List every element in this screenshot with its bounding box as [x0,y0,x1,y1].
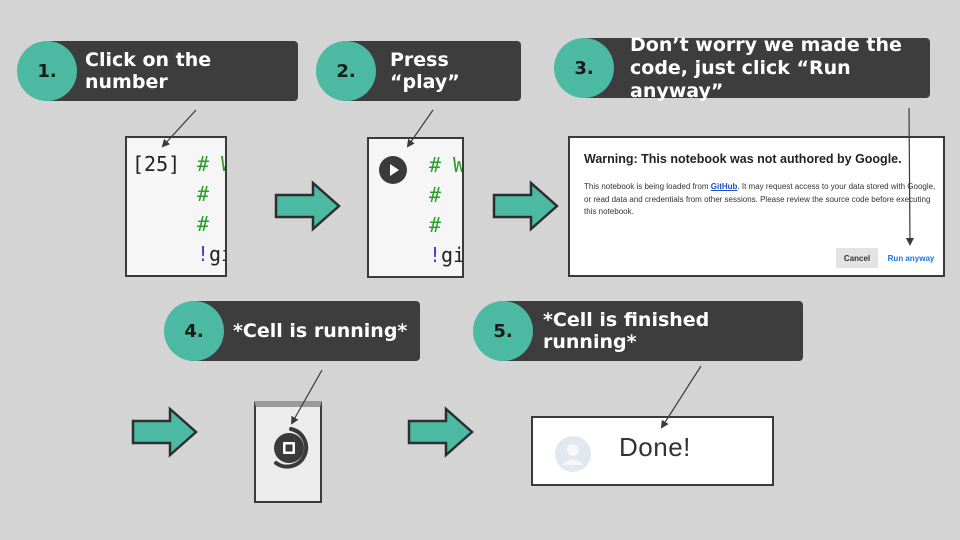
callout-line-1 [161,109,197,148]
play-triangle-icon [390,164,399,176]
code-cell-panel-1: [25] # W # # ! gi [125,136,227,277]
step-4-label-bar: *Cell is running* [188,301,420,361]
step-3-number: 3. [574,57,594,79]
avatar [555,436,591,472]
callout-line-4 [291,369,323,425]
step-3-label-line2: code, just click “Run anyway” [630,56,851,102]
warning-dialog: Warning: This notebook was not authored … [568,136,945,277]
github-link[interactable]: GitHub [710,182,738,191]
dialog-title: Warning: This notebook was not authored … [584,152,902,166]
step-3-label-line1: Don’t worry we made the [630,33,902,56]
flow-arrow-1-2 [274,180,341,232]
dialog-body-text-end: . It may request access to your data sto… [584,182,936,216]
step-5-number: 5. [493,320,513,342]
cell-execution-number[interactable]: [25] [132,152,181,176]
code-comment-hash-1: # [197,152,210,176]
code-comment-hash-2: # [429,183,442,207]
step-3-label-bar: Don’t worry we made the code, just click… [581,34,930,102]
code-comment-hash-1: # [429,153,442,177]
code-bang: ! [197,242,210,266]
dialog-body-text-start: This notebook is being loaded from [584,182,711,191]
running-cell-panel [254,401,322,503]
step-2-number-badge: 2. [316,41,376,101]
step-4-number: 4. [184,320,204,342]
step-1-number-badge: 1. [17,41,77,101]
step-2-label: Press “play” [390,49,460,93]
step-3-number-badge: 3. [554,38,614,98]
dialog-body: This notebook is being loaded from GitHu… [584,181,940,219]
step-4-label: *Cell is running* [233,320,408,342]
code-command-gi: gi [441,243,464,267]
code-comment-hash-2: # [197,182,210,206]
flow-arrow-4-5 [407,406,474,458]
callout-line-3 [905,107,914,246]
step-1-label-bar: Click on the number [42,41,298,101]
cancel-button[interactable]: Cancel [836,248,878,268]
stop-running-icon[interactable] [258,417,322,481]
step-5-label-bar: *Cell is finished running* [497,301,803,361]
code-comment-hash-3: # [197,212,210,236]
step-1-number: 1. [37,60,57,82]
callout-line-5 [660,365,702,429]
flow-arrow-3-4 [131,406,198,458]
step-1-label: Click on the number [85,49,212,93]
step-2-number: 2. [336,60,356,82]
step-5-number-badge: 5. [473,301,533,361]
user-avatar-icon [562,444,584,465]
step-2-label-bar: Press “play” [340,41,521,101]
code-comment-hash-3: # [429,213,442,237]
step-4-number-badge: 4. [164,301,224,361]
run-anyway-button[interactable]: Run anyway [887,253,935,263]
flow-arrow-2-3 [492,180,559,232]
done-status-text: Done! [619,432,691,462]
code-comment-w: W [221,152,225,176]
play-button-icon[interactable] [379,156,407,184]
code-command-gi: gi [209,242,225,266]
code-comment-w: W [453,153,464,177]
callout-line-2 [406,109,434,148]
code-cell-panel-2: # W # # ! gi [367,137,464,278]
step-5-label: *Cell is finished running* [543,309,710,353]
done-panel: Done! [531,416,774,486]
code-bang: ! [429,243,442,267]
